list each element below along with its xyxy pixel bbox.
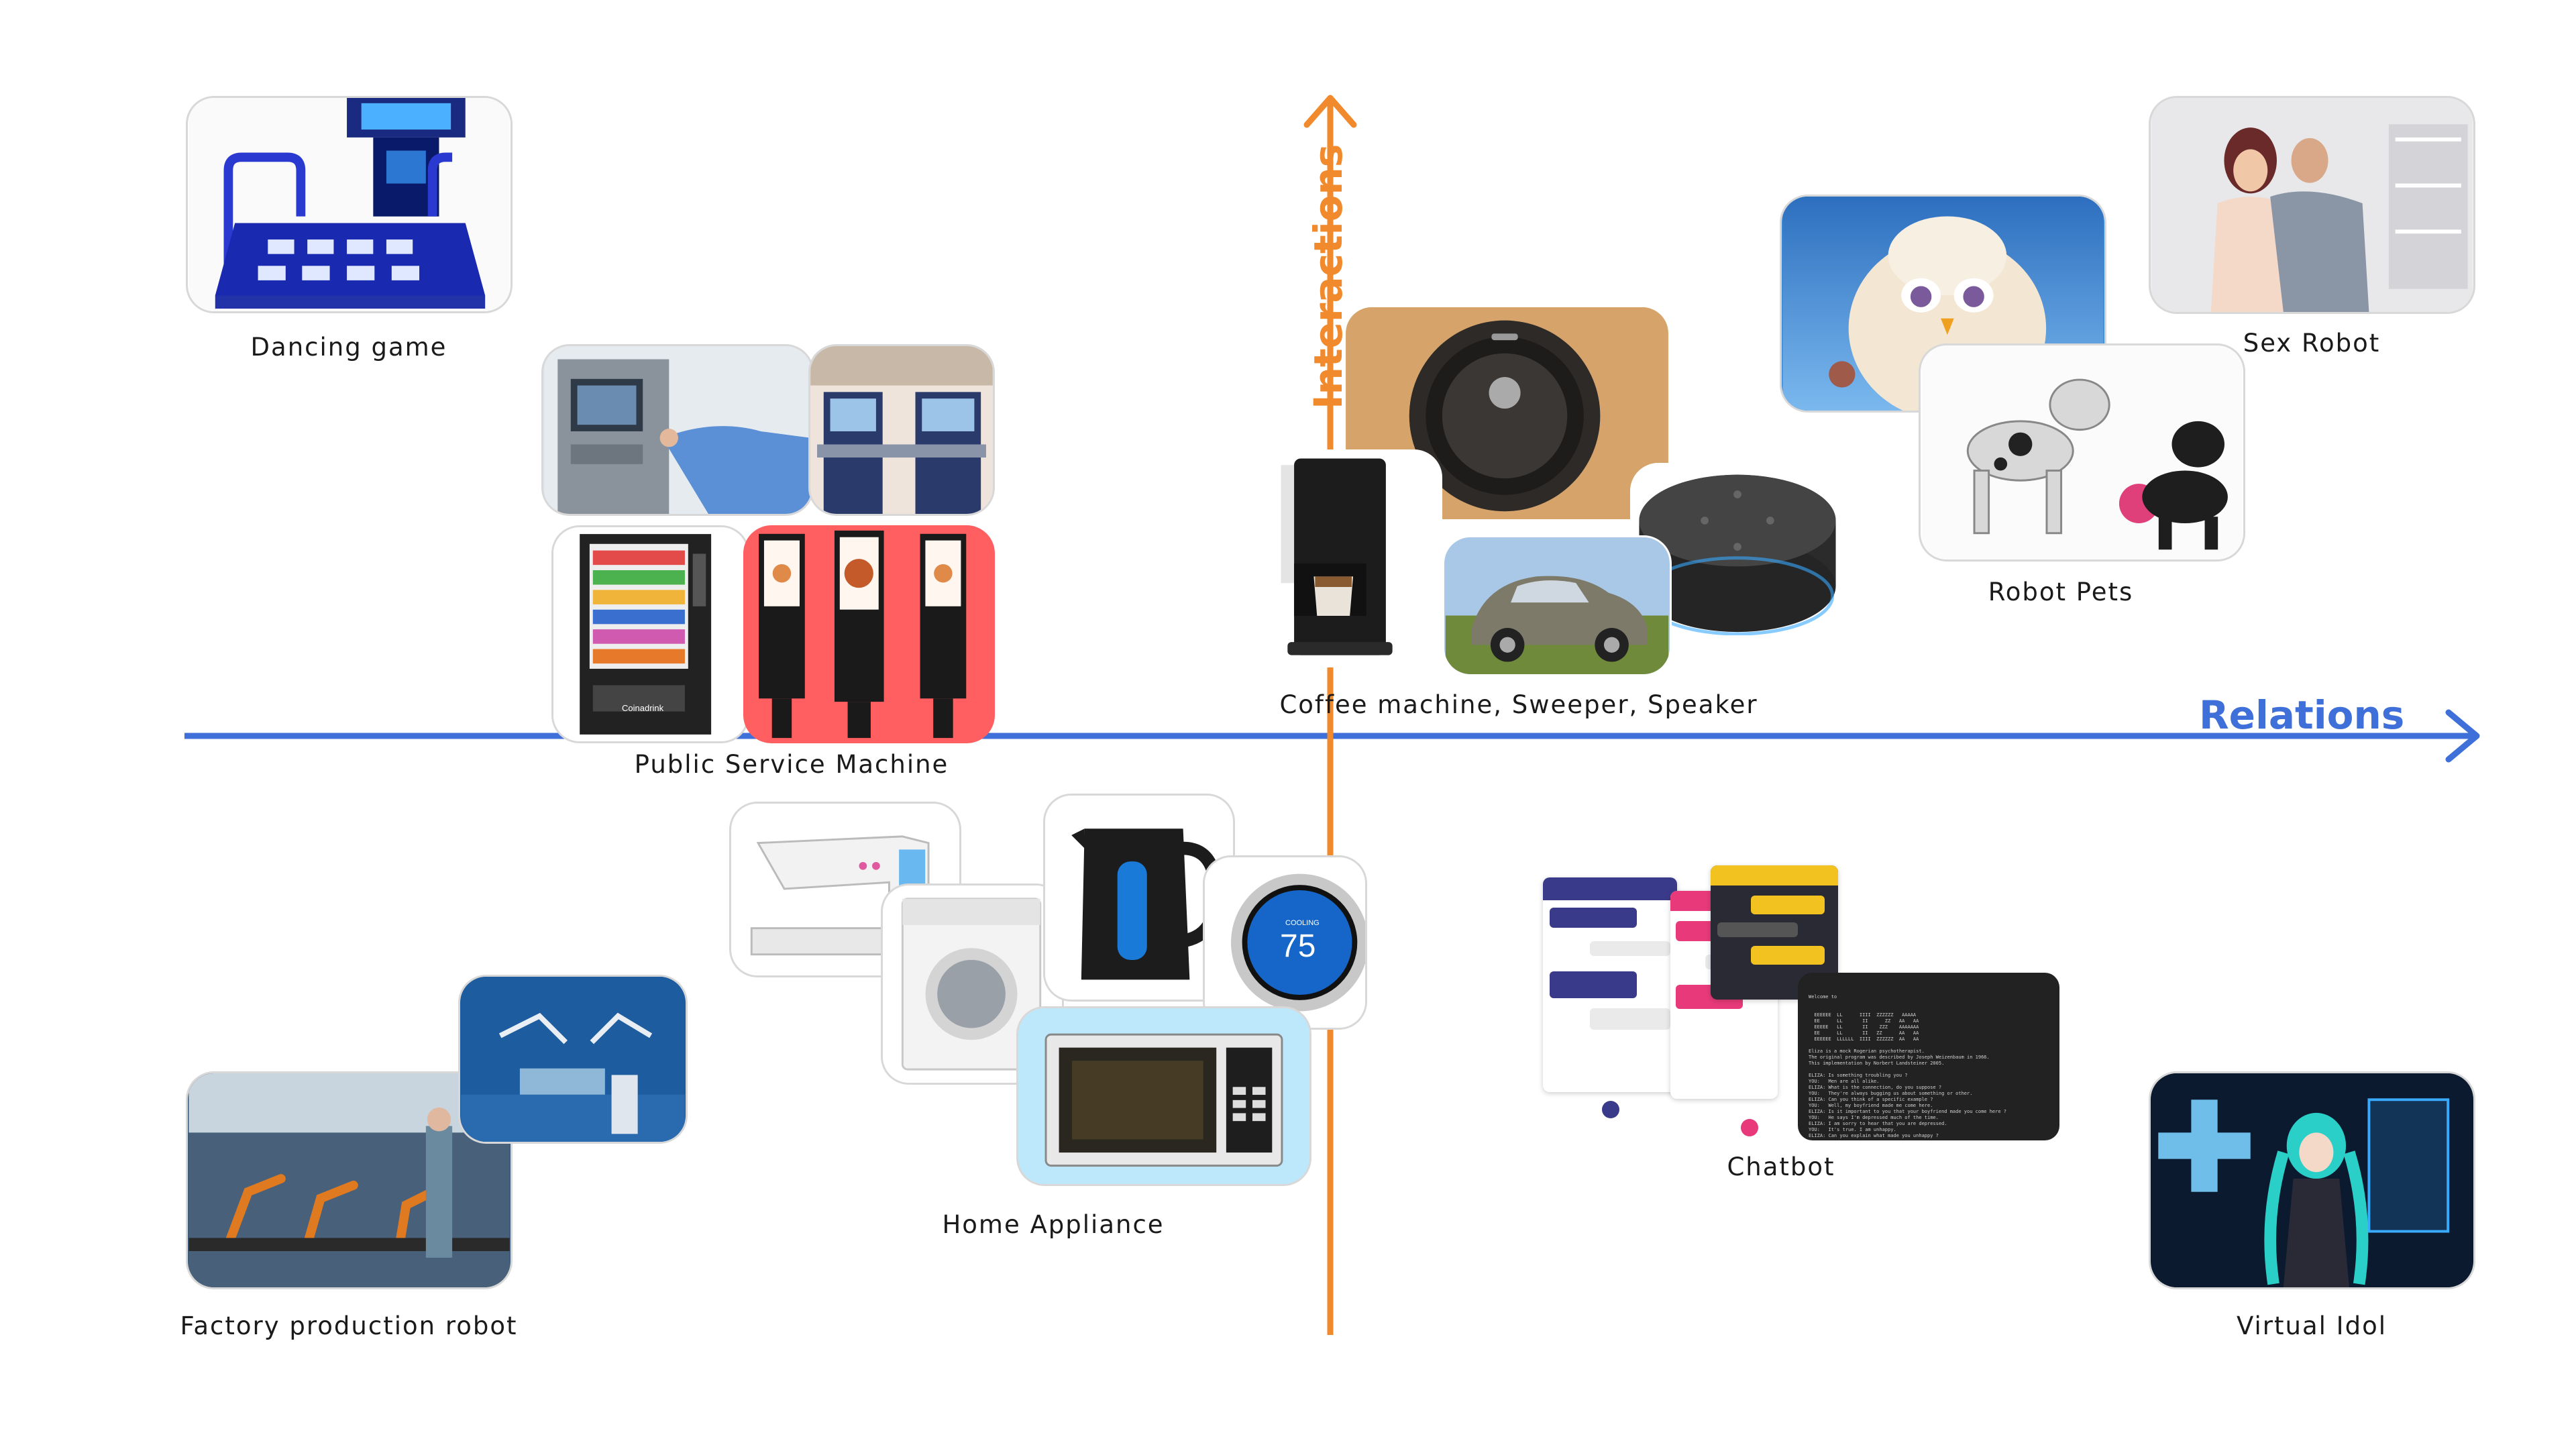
dancing-game-image: [186, 96, 513, 313]
chat-window-blue: [1543, 877, 1677, 1118]
factory-robot-image: [186, 1071, 513, 1289]
interactions-axis-arrowhead: [1303, 95, 1357, 128]
chatbot-label: Chatbot: [1727, 1152, 1835, 1181]
relations-axis-arrowhead: [2445, 709, 2480, 763]
eliza-terminal-line: YOU: Men are all alike.: [1809, 1079, 1880, 1084]
car-image: [1442, 535, 1672, 676]
eliza-terminal-line: YOU: He says I'm depressed much of the t…: [1809, 1115, 1939, 1120]
eliza-terminal-line: EEEEE LL II ZZZ AAAAAAA: [1809, 1024, 1919, 1030]
eliza-terminal-line: EEEEEE LL IIII ZZZZZZ AAAAA: [1809, 1012, 1917, 1018]
virtual-idol-label: Virtual Idol: [2237, 1311, 2387, 1340]
kiosk-image: [743, 525, 995, 743]
sex-robot-image: [2149, 96, 2475, 314]
eliza-terminal: Welcome to EEEEEE LL IIII ZZZZZZ AAAAA E…: [1798, 973, 2059, 1140]
eliza-terminal-line: ELIZA: Is something troubling you ?: [1809, 1073, 1908, 1078]
chatbot-screenshots: [1543, 865, 2066, 1147]
microwave-image: [1016, 1006, 1311, 1186]
eliza-terminal-line: ELIZA: I am sorry to hear that you are d…: [1809, 1121, 1947, 1126]
surgical-robot-image: [458, 975, 688, 1144]
eliza-terminal-line: The original program was described by Jo…: [1809, 1055, 1990, 1060]
eliza-terminal-title: Welcome to: [1809, 994, 1837, 1000]
eliza-terminal-line: [1809, 1067, 2049, 1073]
public-service-machine-label: Public Service Machine: [634, 750, 949, 779]
eliza-terminal-line: EE LL II ZZ AA AA: [1809, 1018, 1919, 1024]
sex-robot-label: Sex Robot: [2243, 329, 2381, 358]
self-checkout-image: [808, 344, 995, 516]
eliza-terminal-line: ELIZA: What is the connection, do you su…: [1809, 1085, 1942, 1090]
eliza-terminal-line: EE LL II ZZ AA AA: [1809, 1030, 1919, 1036]
coffee-machine-image: [1266, 449, 1442, 667]
eliza-terminal-line: This implementation by Norbert Landstein…: [1809, 1061, 1945, 1066]
eliza-terminal-line: ELIZA: Is it important to you that your …: [1809, 1109, 2007, 1114]
factory-robot-label: Factory production robot: [180, 1311, 518, 1340]
vending-brand-text: Coinadrink: [622, 703, 664, 713]
eliza-terminal-line: YOU: It's true. I am unhappy.: [1809, 1127, 1896, 1132]
atm-image: [541, 344, 814, 516]
eliza-terminal-line: YOU: Well, my boyfriend made me come her…: [1809, 1103, 1933, 1108]
eliza-terminal-line: ELIZA: Can you think of a specific examp…: [1809, 1097, 1933, 1102]
thermostat-image: COOLING 75: [1203, 855, 1367, 1030]
relations-axis-label: Relations: [2199, 692, 2405, 738]
eliza-terminal-line: YOU: They're always bugging us about som…: [1809, 1091, 1973, 1096]
eliza-terminal-line: Eliza is a mock Rogerian psychotherapist…: [1809, 1049, 1925, 1054]
home-appliance-label: Home Appliance: [942, 1210, 1165, 1239]
thermostat-value: 75: [1280, 928, 1316, 964]
robot-pets-label: Robot Pets: [1988, 578, 2134, 606]
eliza-terminal-line: [1809, 1042, 2049, 1049]
vending-machine-image: Coinadrink: [551, 525, 749, 743]
eliza-terminal-lines: EEEEEE LL IIII ZZZZZZ AAAAA EE LL II ZZ …: [1809, 1012, 2049, 1139]
robot-dog-image: [1919, 343, 2245, 561]
eliza-terminal-line: EEEEEE LLLLLL IIII ZZZZZZ AA AA: [1809, 1036, 1919, 1042]
kettle-image: [1043, 794, 1235, 1002]
virtual-idol-image: [2149, 1071, 2475, 1289]
washing-machine-image: [881, 883, 1064, 1085]
dancing-game-label: Dancing game: [250, 333, 447, 362]
thermostat-caption: COOLING: [1285, 919, 1320, 927]
coffee-sweeper-speaker-label: Coffee machine, Sweeper, Speaker: [1279, 690, 1758, 719]
eliza-terminal-line: ELIZA: Can you explain what made you unh…: [1809, 1133, 1939, 1138]
